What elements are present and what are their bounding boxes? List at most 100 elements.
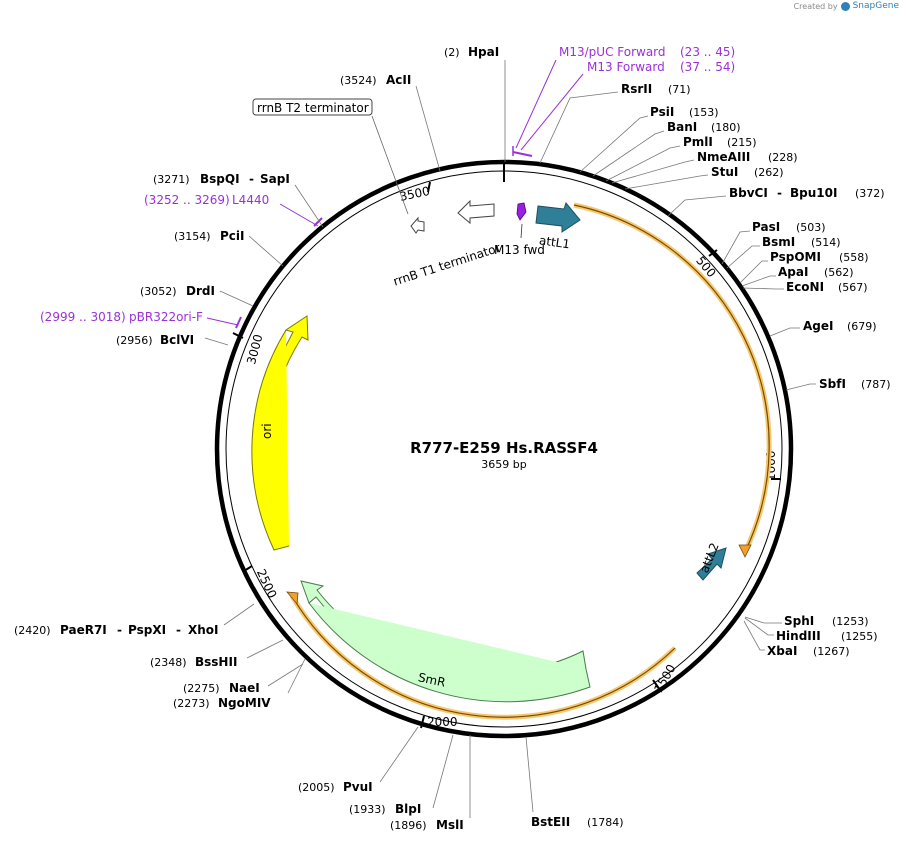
bspqi-line [294, 184, 324, 228]
pcii-name: PciI [220, 229, 245, 243]
bsshii-pos: (2348) [150, 656, 187, 669]
pvui-line [379, 726, 419, 783]
bsmi-line [726, 245, 760, 269]
orf-arc-top-head [738, 544, 752, 558]
psii-name: PsiI [650, 105, 674, 119]
credit-prefix: Created by [793, 1, 838, 11]
primer-l4440-range: (3252 .. 3269) [144, 193, 230, 207]
bspqi-separator: - [249, 172, 254, 186]
nmeaiii-line [611, 159, 695, 184]
ngomiv-name: NgoMIV [218, 696, 271, 710]
bani-line [592, 130, 665, 177]
paer7i-pos: (2420) [14, 624, 51, 637]
sphi-pos: (1253) [832, 615, 869, 628]
psii-pos: (153) [689, 106, 719, 119]
m13-fwd-connector [520, 223, 523, 239]
tick-3500 [427, 181, 431, 193]
pspomi-line [739, 260, 768, 284]
bani-pos: (180) [711, 121, 741, 134]
sphi-name: SphI [784, 614, 814, 628]
enzyme-labels: (2) HpaI RsrII (71) PsiI (153) BanI (180… [14, 45, 891, 832]
pbr322-marker [235, 316, 242, 329]
bsteii-name: BstEII [531, 815, 570, 829]
snapgene-credit: Created by SnapGene [794, 1, 899, 11]
nmeaiii-pos: (228) [768, 151, 798, 164]
orf-arc-bottom-head [286, 591, 299, 605]
xbai-name: XbaI [767, 644, 797, 658]
hindiii-line [744, 617, 774, 636]
bspqi-pos: (3271) [153, 173, 190, 186]
paer7i-sep2: - [176, 623, 181, 637]
bsteii-pos: (1784) [587, 816, 624, 829]
plasmid-title: R777-E259 Hs.RASSF4 [410, 439, 598, 457]
tick-2500 [243, 565, 253, 572]
bsshii-line [246, 639, 284, 659]
tick-3000 [232, 332, 244, 339]
xbai-pos: (1267) [813, 645, 850, 658]
xbai-line [743, 620, 765, 651]
acii-line [415, 85, 441, 172]
plasmid-length: 3659 bp [481, 458, 526, 471]
bpu10i-name: Bpu10I [790, 186, 837, 200]
apai-pos: (562) [824, 266, 854, 279]
pvui-name: PvuI [343, 780, 373, 794]
pasi-line [721, 230, 751, 265]
hpai-pos: (2) [444, 46, 460, 59]
sphi-line [744, 616, 782, 624]
m13-primer-marker [512, 151, 533, 157]
snapgene-logo-icon [840, 1, 850, 11]
orf-arcs [286, 202, 772, 720]
attL1-arrow [535, 201, 581, 233]
stui-pos: (262) [754, 166, 784, 179]
nmeaiii-name: NmeAIII [697, 150, 750, 164]
paer7i-line [223, 603, 255, 626]
bsteii-line [525, 736, 534, 813]
econi-pos: (567) [838, 281, 868, 294]
paer7i-name: PaeR7I [60, 623, 107, 637]
attL1-label: attL1 [538, 233, 571, 251]
tick-label-3000: 3000 [244, 333, 265, 366]
m13-fwd-label: M13 fwd [494, 243, 545, 257]
rrnb-t1-label: rrnB T1 terminator [391, 241, 502, 289]
bsmi-pos: (514) [811, 236, 841, 249]
tick-label-3500: 3500 [398, 184, 431, 204]
bbvci-pos: (372) [855, 187, 885, 200]
drdi-pos: (3052) [140, 285, 177, 298]
bbvci-name: BbvCI [729, 186, 768, 200]
pspomi-pos: (558) [839, 251, 869, 264]
bclvi-pos: (2956) [116, 334, 153, 347]
pasi-name: PasI [752, 220, 780, 234]
msli-name: MslI [436, 818, 464, 832]
acii-name: AcII [386, 73, 411, 87]
tick-500 [708, 249, 718, 257]
bsshii-name: BssHII [195, 655, 237, 669]
bsmi-name: BsmI [762, 235, 795, 249]
drdi-line [219, 290, 254, 307]
attL2-arrow [696, 547, 727, 581]
bbvci-separator: - [777, 186, 782, 200]
bclvi-line [204, 337, 229, 346]
rrnb-t2-arrow [410, 216, 425, 234]
primer-pbr322-name: pBR322ori-F [129, 310, 203, 324]
tick-label-2000: 2000 [427, 715, 458, 729]
pbr322-connector [206, 317, 239, 326]
pmli-name: PmlI [683, 135, 713, 149]
ngomiv-pos: (2273) [173, 697, 210, 710]
psii-line [579, 115, 649, 173]
pspomi-name: PspOMI [770, 250, 821, 264]
smr-arrow-outer [308, 602, 591, 703]
agei-name: AgeI [803, 319, 833, 333]
bani-name: BanI [667, 120, 697, 134]
blpi-pos: (1933) [349, 803, 386, 816]
credit-brand: SnapGene [852, 1, 899, 11]
blpi-name: BlpI [395, 802, 421, 816]
primer-m13-puc-range: (23 .. 45) [680, 45, 735, 59]
features: attL1 attL2 M13 fwd ori SmR rrnB T1 term… [251, 98, 727, 703]
stui-name: StuI [711, 165, 738, 179]
m13-fwd-primer-connector [520, 73, 584, 151]
hindiii-pos: (1255) [841, 630, 878, 643]
sbfi-pos: (787) [861, 378, 891, 391]
m13-fwd-arrow [516, 202, 527, 221]
bbvci-line [667, 195, 727, 217]
